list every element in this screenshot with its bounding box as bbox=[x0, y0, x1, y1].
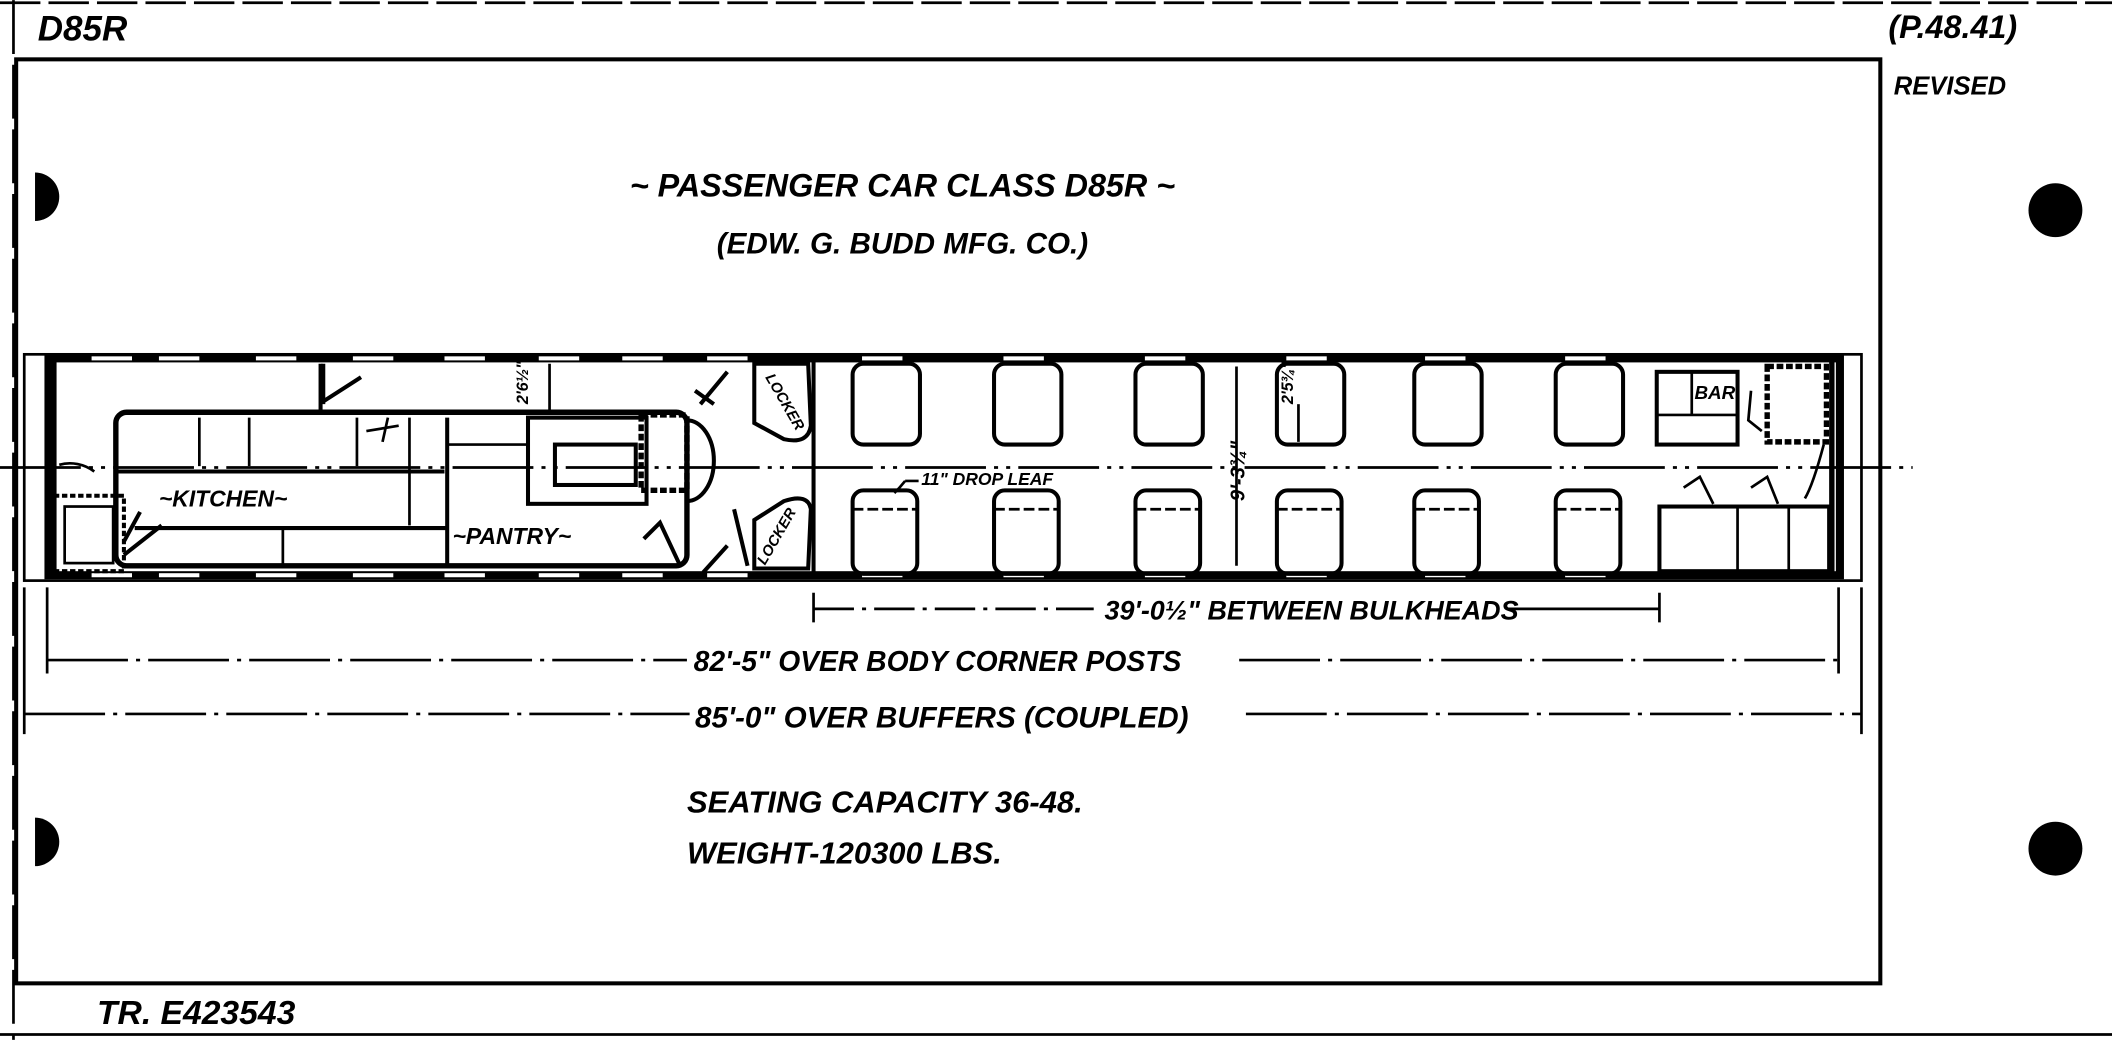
seat bbox=[992, 361, 1064, 447]
svg-text:85'-0" OVER BUFFERS (COUPLED): 85'-0" OVER BUFFERS (COUPLED) bbox=[695, 701, 1189, 734]
window bbox=[538, 356, 580, 361]
window bbox=[352, 573, 394, 578]
seat bbox=[850, 488, 920, 576]
pantry-label: ~PANTRY~ bbox=[453, 523, 572, 549]
locker-top: LOCKER bbox=[693, 361, 813, 443]
dimension-over-buffers: 85'-0" OVER BUFFERS (COUPLED) bbox=[22, 587, 1863, 734]
seat bbox=[1412, 361, 1484, 447]
punch-hole bbox=[35, 817, 60, 867]
seat bbox=[1553, 488, 1623, 576]
aisle-dimension: 9'-3¾" bbox=[1228, 440, 1250, 501]
corridor-dimension: 2'6½" bbox=[514, 361, 532, 405]
bar-area: BAR bbox=[1654, 363, 1832, 574]
dimension-between-bulkheads: 39'-0½" BETWEEN BULKHEADS bbox=[812, 592, 1661, 626]
window bbox=[158, 573, 200, 578]
window bbox=[707, 356, 748, 361]
dimension-over-corner-posts: 82'-5" OVER BODY CORNER POSTS bbox=[45, 587, 1840, 677]
window bbox=[707, 573, 748, 578]
class-code: D85R bbox=[38, 9, 128, 48]
window bbox=[158, 356, 200, 361]
seat bbox=[1412, 488, 1481, 576]
drawing-title: ~ PASSENGER CAR CLASS D85R ~ bbox=[630, 168, 1175, 204]
window bbox=[622, 356, 663, 361]
seat bbox=[1133, 361, 1205, 447]
window bbox=[862, 356, 903, 361]
window bbox=[444, 356, 485, 361]
svg-text:82'-5" OVER BODY CORNER POSTS: 82'-5" OVER BODY CORNER POSTS bbox=[694, 645, 1182, 677]
window bbox=[622, 573, 663, 578]
window bbox=[538, 573, 580, 578]
window bbox=[255, 573, 297, 578]
window bbox=[1286, 356, 1327, 361]
page-reference: (P.48.41) bbox=[1888, 9, 2017, 45]
bar-label: BAR bbox=[1694, 382, 1735, 403]
window bbox=[1425, 356, 1466, 361]
drop-leaf-note: 11" DROP LEAF bbox=[921, 469, 1054, 489]
car-weight: WEIGHT-120300 LBS. bbox=[687, 835, 1002, 870]
builder-name: (EDW. G. BUDD MFG. CO.) bbox=[717, 227, 1088, 260]
window bbox=[255, 356, 297, 361]
seat bbox=[992, 488, 1061, 576]
window bbox=[91, 356, 132, 361]
seat-dimension: 2'5¾" bbox=[1279, 361, 1297, 405]
seating-capacity: SEATING CAPACITY 36-48. bbox=[687, 784, 1083, 819]
revised-note: REVISED bbox=[1894, 72, 2006, 100]
punch-hole bbox=[2028, 183, 2083, 238]
kitchen-label: ~KITCHEN~ bbox=[159, 486, 287, 512]
seat bbox=[1274, 361, 1347, 447]
seat bbox=[1133, 488, 1203, 576]
window bbox=[444, 573, 485, 578]
window bbox=[1565, 356, 1606, 361]
locker-top-label: LOCKER bbox=[762, 371, 807, 433]
window bbox=[352, 356, 394, 361]
window bbox=[1003, 356, 1044, 361]
punch-hole bbox=[35, 172, 60, 221]
tracing-number: TR. E423543 bbox=[97, 995, 296, 1032]
pantry-area: 2'6½" ~PANTRY~ bbox=[447, 361, 716, 567]
svg-text:39'-0½" BETWEEN BULKHEADS: 39'-0½" BETWEEN BULKHEADS bbox=[1104, 596, 1518, 626]
window bbox=[91, 573, 132, 578]
window bbox=[1144, 356, 1186, 361]
seat bbox=[850, 361, 922, 447]
car-floor-plan: ~KITCHEN~ 2'6½" ~PANTRY~ LOCKER LOCKER bbox=[0, 352, 1913, 582]
drawing-frame bbox=[14, 57, 1883, 986]
seat bbox=[1553, 361, 1626, 447]
punch-hole bbox=[2028, 821, 2083, 876]
seat bbox=[1274, 488, 1344, 576]
locker-bottom: LOCKER bbox=[701, 496, 813, 574]
